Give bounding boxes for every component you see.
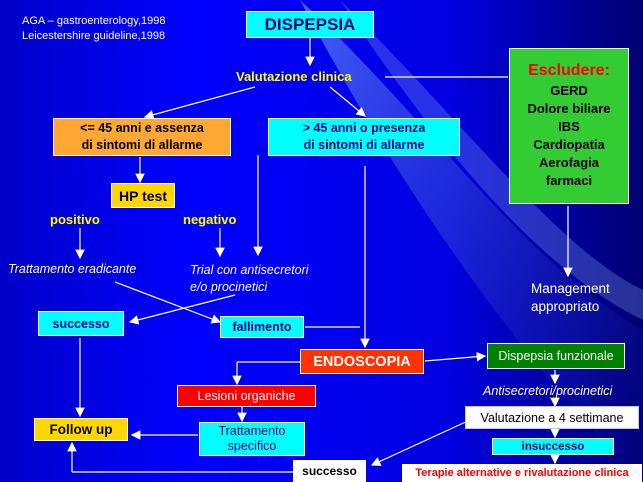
hp-test-box: HP test (111, 183, 175, 208)
trattamento-specifico-box: Trattamento specifico (199, 422, 305, 456)
dispepsia-funzionale-box: Dispepsia funzionale (487, 343, 625, 369)
decorative-sweep-2 (340, 0, 643, 320)
endoscopia-box: ENDOSCOPIA (300, 349, 424, 374)
successo-bottom-label: successo (302, 464, 357, 478)
lesioni-organiche-box: Lesioni organiche (177, 385, 316, 407)
negativo-label: negativo (183, 212, 237, 227)
escludere-item-gerd: GERD (550, 83, 588, 98)
terapie-alternative-box: Terapie alternative e rivalutazione clin… (402, 464, 642, 482)
trattamento-specifico-line-1: Trattamento (218, 424, 286, 438)
lesioni-organiche-label: Lesioni organiche (197, 389, 296, 403)
source-line-aga: AGA – gastroenterology,1998 (22, 15, 166, 27)
age-over-45-line-1: > 45 anni o presenza (302, 121, 426, 135)
successo-top-label: successo (52, 316, 110, 331)
management-line-2: appropriato (531, 299, 600, 314)
fallimento-label: fallimento (232, 320, 292, 334)
age-over-45-box: > 45 anni o presenza di sintomi di allar… (268, 118, 460, 156)
management-appropriato-label: Management appropriato (531, 280, 610, 316)
source-line-leicestershire: Leicestershire guideline,1998 (22, 30, 166, 42)
trial-line-1: Trial con antisecretori (190, 263, 309, 277)
trial-antisecretori-label: Trial con antisecretori e/o procinetici (190, 262, 309, 296)
escludere-item-farmaci: farmaci (545, 173, 593, 188)
hp-test-label: HP test (119, 187, 167, 204)
follow-up-box: Follow up (34, 418, 128, 441)
dispepsia-funzionale-label: Dispepsia funzionale (498, 349, 614, 363)
insuccesso-label: insuccesso (521, 440, 585, 453)
dispepsia-box: DISPEPSIA (246, 11, 374, 38)
escludere-item-cardiopatia: Cardiopatia (533, 137, 605, 152)
escludere-box: Escludere: GERD Dolore biliare IBS Cardi… (509, 48, 629, 204)
dispepsia-title: DISPEPSIA (264, 14, 356, 34)
escludere-item-aerofagia: Aerofagia (539, 155, 599, 170)
escludere-heading: Escludere: (528, 62, 610, 79)
terapie-alternative-label: Terapie alternative e rivalutazione clin… (415, 467, 629, 479)
escludere-item-ibs: IBS (558, 119, 580, 134)
escludere-item-dolore-biliare: Dolore biliare (527, 101, 611, 116)
follow-up-label: Follow up (49, 422, 113, 437)
source-references: AGA – gastroenterology,1998 Leicestershi… (22, 14, 166, 44)
positivo-label: positivo (50, 212, 100, 227)
valutazione-4-settimane-label: Valutazione a 4 settimane (480, 410, 624, 425)
age-under-45-box: <= 45 anni e assenza di sintomi di allar… (53, 118, 231, 156)
successo-box-bottom: successo (293, 460, 366, 482)
valutazione-4-settimane-box: Valutazione a 4 settimane (465, 406, 639, 429)
trial-line-2: e/o procinetici (190, 280, 268, 294)
valutazione-clinica-label: Valutazione clinica (236, 69, 352, 84)
successo-box-top: successo (38, 311, 124, 336)
endoscopia-label: ENDOSCOPIA (313, 353, 411, 370)
antisecretori-procinetici-label: Antisecretori/procinetici (483, 384, 613, 398)
age-under-45-line-2: di sintomi di allarme (81, 138, 203, 152)
management-line-1: Management (531, 281, 610, 296)
age-under-45-line-1: <= 45 anni e assenza (80, 121, 204, 135)
trattamento-specifico-line-2: specifico (227, 439, 277, 453)
age-over-45-line-2: di sintomi di allarme (303, 138, 425, 152)
connector-lines (67, 38, 573, 473)
fallimento-box: fallimento (220, 316, 304, 338)
trattamento-eradicante-label: Trattamento eradicante (8, 262, 137, 276)
insuccesso-box: insuccesso (492, 438, 614, 455)
